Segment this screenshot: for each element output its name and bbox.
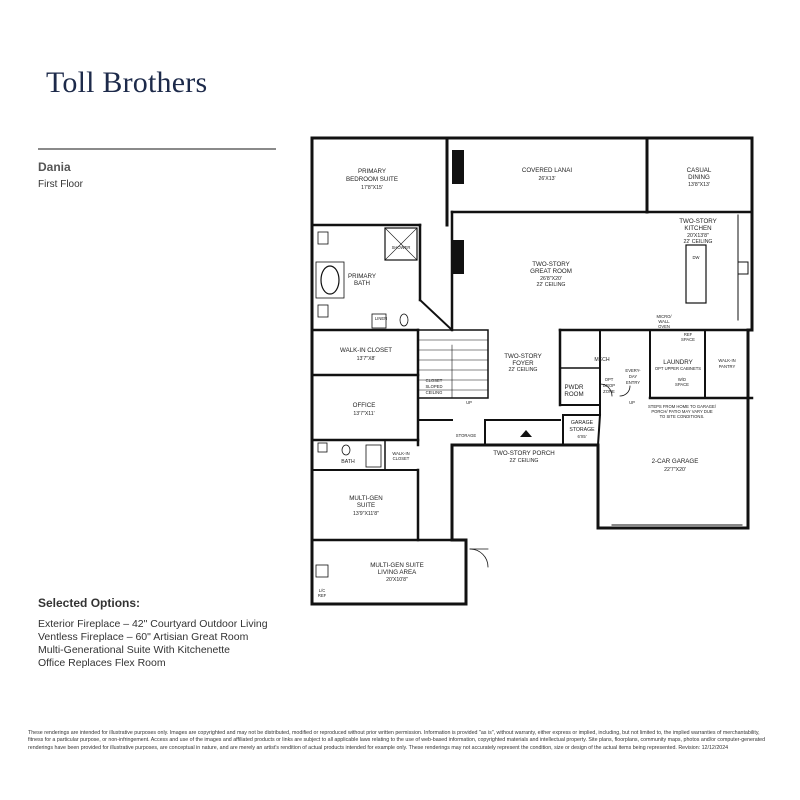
powder-room-label-2: ROOM (564, 391, 583, 398)
opt-drop-l2: DROP (603, 383, 615, 388)
opt-drop-l1: OPT (605, 377, 614, 382)
micro-wall-oven-l3: OVEN (658, 324, 670, 329)
powder-room-label: PWDR (565, 384, 584, 391)
primary-bath-label-2: BATH (354, 280, 370, 287)
kitchen-ceiling: 22' CEILING (684, 239, 713, 245)
wd-space-l1: W/D (678, 377, 686, 382)
dishwasher-label: DW (693, 255, 700, 260)
stairs-up-label: UP (466, 400, 472, 405)
everyday-entry-l3: ENTRY (626, 380, 640, 385)
walk-in-closet-small-l1: WALK-IN (392, 451, 409, 456)
primary-bath-label: PRIMARY (348, 273, 376, 280)
steps-note-l2: PORCH/ PATIO MAY VARY DUE (651, 409, 713, 414)
covered-lanai-dims: 26'X13' (539, 176, 556, 182)
laundry-sub: OPT UPPER CABINETS (655, 366, 701, 371)
laundry-label: LAUNDRY (663, 359, 692, 366)
great-room-ceiling: 22' CEILING (537, 282, 566, 288)
everyday-entry-l1: EVERY- (625, 368, 641, 373)
ref-space-l1: REF (684, 332, 693, 337)
multigen-living-label: MULTI-GEN SUITE (370, 562, 424, 569)
garage-storage-l2: STORAGE (569, 427, 595, 433)
casual-dining-label: CASUAL (687, 167, 712, 174)
option-item: Office Replaces Flex Room (38, 657, 166, 669)
great-room-label: TWO-STORY (532, 261, 570, 268)
selected-options-list: Exterior Fireplace – 42" Courtyard Outdo… (38, 618, 288, 670)
closet-sloped-l3: CEILING (426, 390, 443, 395)
walk-in-closet-label: WALK-IN CLOSET (340, 347, 392, 354)
kitchen-label-2: KITCHEN (684, 225, 711, 232)
primary-bedroom-label: PRIMARY (358, 168, 386, 175)
great-room-dims: 26'8"X20' (540, 276, 562, 282)
walk-in-closet-small-l2: CLOSET (393, 456, 410, 461)
micro-wall-oven-l2: WALL (658, 319, 670, 324)
garage-dims: 22'7"X20' (664, 467, 686, 473)
foyer-label: TWO-STORY (504, 353, 542, 360)
entry-up-label: UP (629, 400, 635, 405)
walk-in-closet-dims: 13'7"X8' (357, 356, 376, 362)
plan-floor: First Floor (38, 179, 83, 190)
closet-sloped-l1: CLOSET (426, 378, 443, 383)
primary-bedroom-label-2: BEDROOM SUITE (346, 176, 398, 183)
porch-ceiling: 22' CEILING (510, 458, 539, 464)
shower-label: SHOWER (392, 245, 411, 250)
opt-drop-l3: ZONE (603, 389, 615, 394)
office-dims: 13'7"X11' (353, 411, 374, 417)
multigen-suite-label: MULTI-GEN (349, 495, 383, 502)
bath-label: BATH (341, 459, 355, 465)
covered-lanai-label: COVERED LANAI (522, 167, 572, 174)
everyday-entry-l2: DAY (629, 374, 638, 379)
casual-dining-dims: 13'8"X13' (688, 182, 710, 188)
office-label: OFFICE (353, 402, 376, 409)
kitchen-label: TWO-STORY (679, 218, 717, 225)
micro-wall-oven-l1: MICRO/ (656, 314, 672, 319)
steps-note-l3: TO SITE CONDITIONS. (660, 414, 705, 419)
linen-label: LINEN (375, 316, 387, 321)
steps-note-l1: STEPS FROM HOME TO GARAGE/ (648, 404, 717, 409)
casual-dining-label-2: DINING (688, 174, 710, 181)
wd-space-l2: SPACE (675, 382, 689, 387)
storage-label: STORAGE (456, 433, 477, 438)
selected-options-heading: Selected Options: (38, 596, 141, 610)
garage-storage-dims: 6'X5' (577, 434, 586, 439)
multigen-living-dims: 20'X10'8" (386, 577, 408, 583)
foyer-ceiling: 22' CEILING (509, 367, 538, 373)
option-item: Multi-Generational Suite With Kitchenett… (38, 644, 231, 656)
garage-storage-l1: GARAGE (571, 420, 594, 426)
multigen-living-label-2: LIVING AREA (378, 569, 417, 576)
foyer-label-2: FOYER (512, 360, 534, 367)
porch-label: TWO-STORY PORCH (493, 450, 555, 457)
plan-name: Dania (38, 160, 71, 174)
ref-space-l2: SPACE (681, 337, 695, 342)
mech-label: MECH (594, 357, 610, 363)
garage-label: 2-CAR GARAGE (652, 458, 699, 465)
primary-bedroom-dims: 17'8"X15' (361, 185, 383, 191)
title-divider (38, 148, 276, 150)
option-item: Ventless Fireplace – 60" Artisian Great … (38, 631, 249, 643)
closet-sloped-l2: SLOPED (426, 384, 443, 389)
legal-disclaimer: These renderings are intended for illust… (28, 730, 766, 751)
great-room-label-2: GREAT ROOM (530, 268, 572, 275)
brand-logo: Toll Brothers (46, 66, 208, 99)
multigen-suite-label-2: SUITE (357, 502, 375, 509)
option-item: Exterior Fireplace – 42" Courtyard Outdo… (38, 618, 268, 630)
lc-ref-l1: L/C (319, 588, 326, 593)
walk-in-pantry-l2: PANTRY (719, 364, 736, 369)
multigen-suite-dims: 13'9"X11'8" (353, 511, 379, 517)
walk-in-pantry-l1: WALK-IN (718, 358, 735, 363)
lc-ref-l2: REF (318, 593, 327, 598)
kitchen-dims: 20'X13'8" (687, 233, 709, 239)
